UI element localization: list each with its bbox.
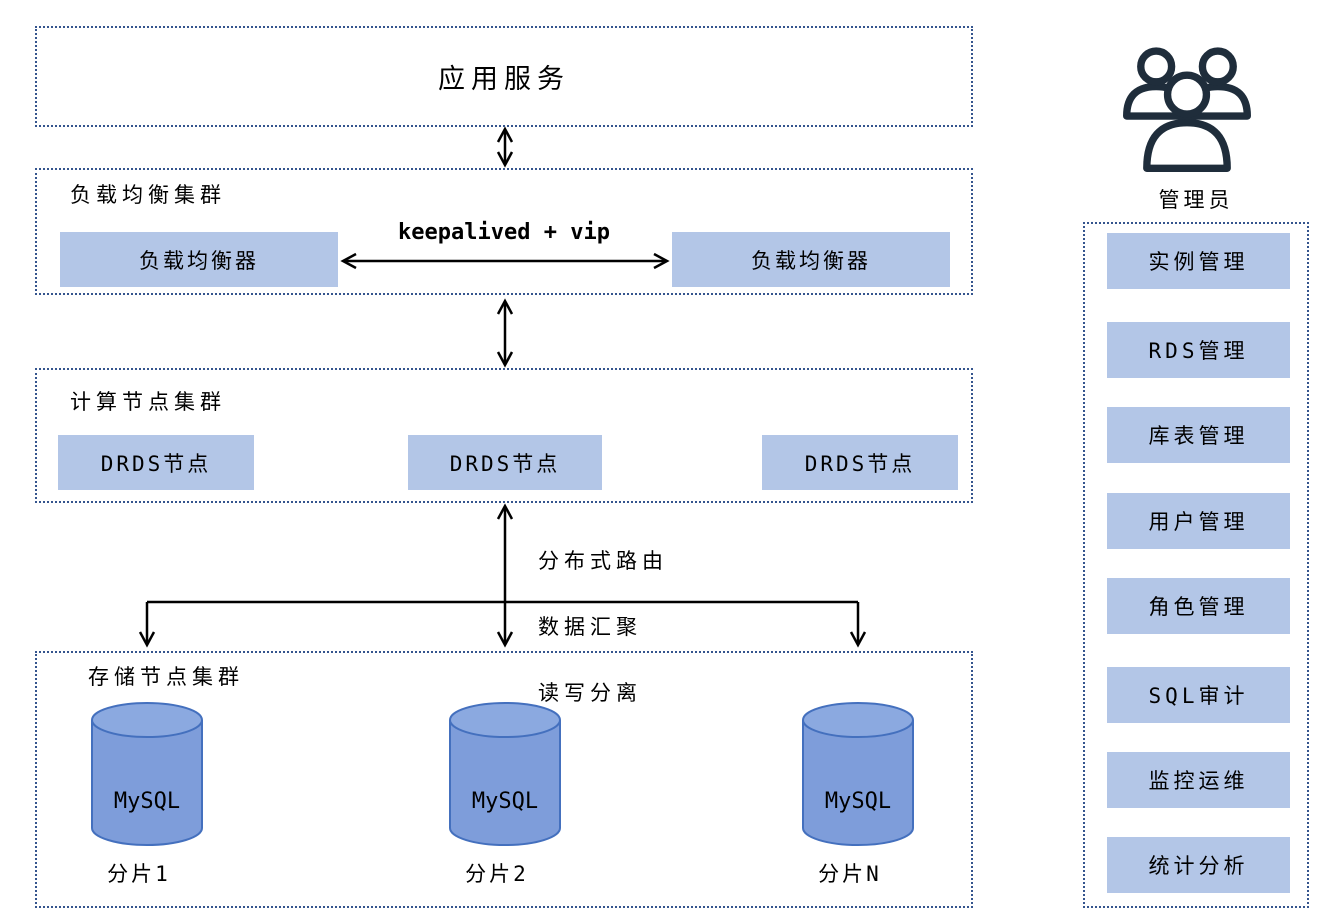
- mysql-label-3: MySQL: [824, 789, 892, 814]
- drds-node-3: DRDS节点: [762, 435, 958, 490]
- admin-item-user-mgmt: 用户管理: [1107, 493, 1290, 549]
- admin-item-statistics: 统计分析: [1107, 837, 1290, 893]
- admin-item-instance-mgmt: 实例管理: [1107, 233, 1290, 289]
- routing-note-line-3: 读写分离: [538, 682, 642, 705]
- routing-note-line-2: 数据汇聚: [538, 616, 642, 639]
- arrow-lb-compute: [496, 298, 514, 368]
- admin-panel-box: [1083, 222, 1309, 908]
- app-service-label: 应用服务: [438, 64, 570, 94]
- lb-cluster-title: 负载均衡集群: [70, 184, 226, 207]
- admin-item-monitoring-ops: 监控运维: [1107, 752, 1290, 808]
- compute-cluster-box: [35, 368, 973, 503]
- admin-item-sql-audit: SQL审计: [1107, 667, 1290, 723]
- compute-cluster-title: 计算节点集群: [70, 391, 226, 414]
- arrow-app-lb: [496, 126, 514, 168]
- shard-name-3: 分片N: [818, 862, 882, 886]
- admin-users-icon: [1123, 47, 1251, 172]
- lb-cluster-box: [35, 168, 973, 295]
- keepalived-vip-label: keepalived + vip: [398, 220, 610, 245]
- admin-item-role-mgmt: 角色管理: [1107, 578, 1290, 634]
- mysql-label-2: MySQL: [471, 789, 539, 814]
- routing-note: 分布式路由 数据汇聚 读写分离: [538, 512, 668, 743]
- storage-cluster-box: [35, 651, 973, 908]
- mysql-label-1: MySQL: [113, 789, 181, 814]
- arrow-branch-to-shards: [138, 600, 867, 648]
- shard-name-2: 分片2: [465, 862, 529, 886]
- shard-name-1: 分片1: [107, 862, 171, 886]
- drds-node-2: DRDS节点: [408, 435, 602, 490]
- front-person: [1143, 71, 1231, 172]
- admin-label: 管理员: [1158, 189, 1234, 212]
- admin-item-schema-mgmt: 库表管理: [1107, 407, 1290, 463]
- storage-cluster-title: 存储节点集群: [88, 666, 244, 689]
- arrow-compute-storage: [496, 503, 514, 648]
- admin-item-rds-mgmt: RDS管理: [1107, 322, 1290, 378]
- routing-note-line-1: 分布式路由: [538, 550, 668, 573]
- app-service-box: 应用服务: [35, 26, 973, 127]
- lb-node-1: 负载均衡器: [60, 232, 338, 287]
- drds-node-1: DRDS节点: [58, 435, 254, 490]
- lb-node-2: 负载均衡器: [672, 232, 950, 287]
